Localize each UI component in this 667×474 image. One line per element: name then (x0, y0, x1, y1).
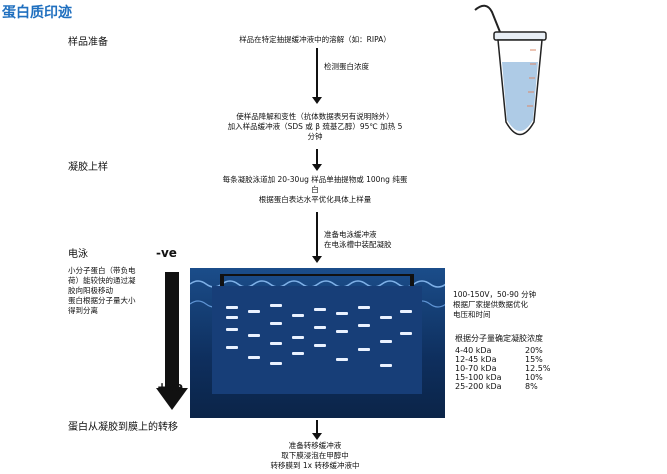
run-conditions: 100-150V，50-90 分钟 根据厂家提供数据优化 电压和时间 (453, 290, 536, 320)
gel-table-row: 4-40 kDa 20% (455, 346, 605, 355)
stage-sample-prep: 样品准备 (68, 37, 108, 48)
gel-table-range: 4-40 kDa (455, 346, 492, 355)
gel-band (292, 336, 304, 339)
stage-electrophoresis: 电泳 (68, 249, 88, 260)
gel-band (336, 358, 348, 361)
step-transfer-line3: 转移膜到 1x 转移缓冲液中 (270, 461, 360, 470)
electrode-bar (222, 274, 414, 276)
gel-band (226, 306, 238, 309)
step-running-buffer-line1: 准备电泳缓冲液 (324, 230, 377, 239)
gel-table-range: 15-100 kDa (455, 373, 502, 382)
flow-arrow-4 (312, 420, 322, 440)
note-line3: 胶向阳极移动 (68, 286, 113, 295)
step-load-gel: 每条凝胶泳道加 20-30ug 样品单抽提物或 100ng 纯蛋 白 根据蛋白表… (190, 175, 440, 205)
note-line5: 得到分离 (68, 306, 98, 315)
step-transfer-line1: 准备转移缓冲液 (288, 441, 342, 450)
gel-band (314, 326, 326, 329)
gel-table-range: 10-70 kDa (455, 364, 497, 373)
gel-band (270, 362, 282, 365)
gel-band (380, 316, 392, 319)
gel-table-percent: 10% (525, 373, 543, 382)
gel-band (336, 330, 348, 333)
gel-band (270, 322, 282, 325)
gel-table-row: 12-45 kDa 15% (455, 355, 605, 364)
gel-band (358, 324, 370, 327)
gel-band (400, 310, 412, 313)
run-conditions-line2: 根据厂家提供数据优化 (453, 300, 528, 309)
gel-band (248, 356, 260, 359)
gel-table-percent: 8% (525, 382, 538, 391)
negative-label: -ve (156, 246, 177, 260)
flow-arrow-1 (312, 48, 322, 104)
step-load-gel-line2: 白 (311, 185, 319, 194)
gel-concentration-table: 根据分子量确定凝胶浓度 4-40 kDa 20% 12-45 kDa 15% 1… (455, 333, 605, 391)
step-running-buffer-line2: 在电泳槽中装配凝胶 (324, 240, 392, 249)
step-running-buffer: 准备电泳缓冲液 在电泳槽中装配凝胶 (324, 230, 392, 250)
step-dissolve: 样品在特定抽提缓冲液中的溶解（如：RIPA） (239, 35, 391, 44)
note-line1: 小分子蛋白（带负电 (68, 266, 136, 275)
step-load-gel-line1: 每条凝胶泳道加 20-30ug 样品单抽提物或 100ng 纯蛋 (222, 175, 408, 184)
step-load-gel-line3: 根据蛋白表达水平优化具体上样量 (258, 195, 372, 204)
step-denature-line1: 使样品降解和变性（抗体数据表另有说明除外） (236, 112, 394, 121)
gel-slab (212, 286, 422, 394)
page-title: 蛋白质印迹 (2, 5, 72, 21)
gel-band (358, 306, 370, 309)
flow-arrow-3 (312, 212, 322, 263)
step-transfer-buffer: 准备转移缓冲液 取下膜浸泡在甲醇中 转移膜到 1x 转移缓冲液中 (220, 441, 410, 471)
gel-band (270, 342, 282, 345)
gel-band (314, 344, 326, 347)
step-protein-concentration: 检测蛋白浓度 (324, 62, 369, 71)
gel-band (226, 346, 238, 349)
gel-table-heading: 根据分子量确定凝胶浓度 (455, 334, 543, 343)
step-transfer-line2: 取下膜浸泡在甲醇中 (281, 451, 349, 460)
gel-table-percent: 15% (525, 355, 543, 364)
gel-band (358, 348, 370, 351)
gel-band (248, 310, 260, 313)
gel-band (314, 308, 326, 311)
run-conditions-line1: 100-150V，50-90 分钟 (453, 290, 537, 299)
gel-band (226, 316, 238, 319)
gel-band (380, 364, 392, 367)
step-denature-line3: 分钟 (307, 132, 323, 141)
stage-gel-loading: 凝胶上样 (68, 162, 108, 173)
gel-band (270, 304, 282, 307)
gel-table-row: 15-100 kDa 10% (455, 373, 605, 382)
note-line2: 荷）能较快的通过凝 (68, 276, 136, 285)
gel-table-range: 12-45 kDa (455, 355, 497, 364)
note-line4: 蛋白根据分子量大小 (68, 296, 136, 305)
gel-table-percent: 12.5% (525, 364, 551, 373)
migration-arrow-head (156, 388, 188, 410)
electrophoresis-note: 小分子蛋白（带负电 荷）能较快的通过凝 胶向阳极移动 蛋白根据分子量大小 得到分… (68, 266, 136, 316)
run-conditions-line3: 电压和时间 (453, 310, 491, 319)
gel-band (292, 314, 304, 317)
gel-band (380, 340, 392, 343)
step-denature: 使样品降解和变性（抗体数据表另有说明除外） 加入样品缓冲液（SDS 或 β 巯基… (190, 112, 440, 142)
flow-arrow-2 (312, 149, 322, 171)
gel-band (400, 332, 412, 335)
microcentrifuge-tube-icon (474, 4, 547, 136)
gel-table-range: 25-200 kDa (455, 382, 502, 391)
gel-table-percent: 20% (525, 346, 543, 355)
positive-label: +ve (157, 380, 184, 394)
step-denature-line2: 加入样品缓冲液（SDS 或 β 巯基乙醇）95℃ 加热 5 (227, 122, 403, 131)
gel-band (292, 352, 304, 355)
migration-arrow-shaft (165, 272, 179, 390)
gel-band (336, 312, 348, 315)
stage-transfer: 蛋白从凝胶到膜上的转移 (68, 422, 178, 433)
gel-table-row: 10-70 kDa 12.5% (455, 364, 605, 373)
gel-band (226, 328, 238, 331)
gel-band (248, 334, 260, 337)
gel-table-row: 25-200 kDa 8% (455, 382, 605, 391)
